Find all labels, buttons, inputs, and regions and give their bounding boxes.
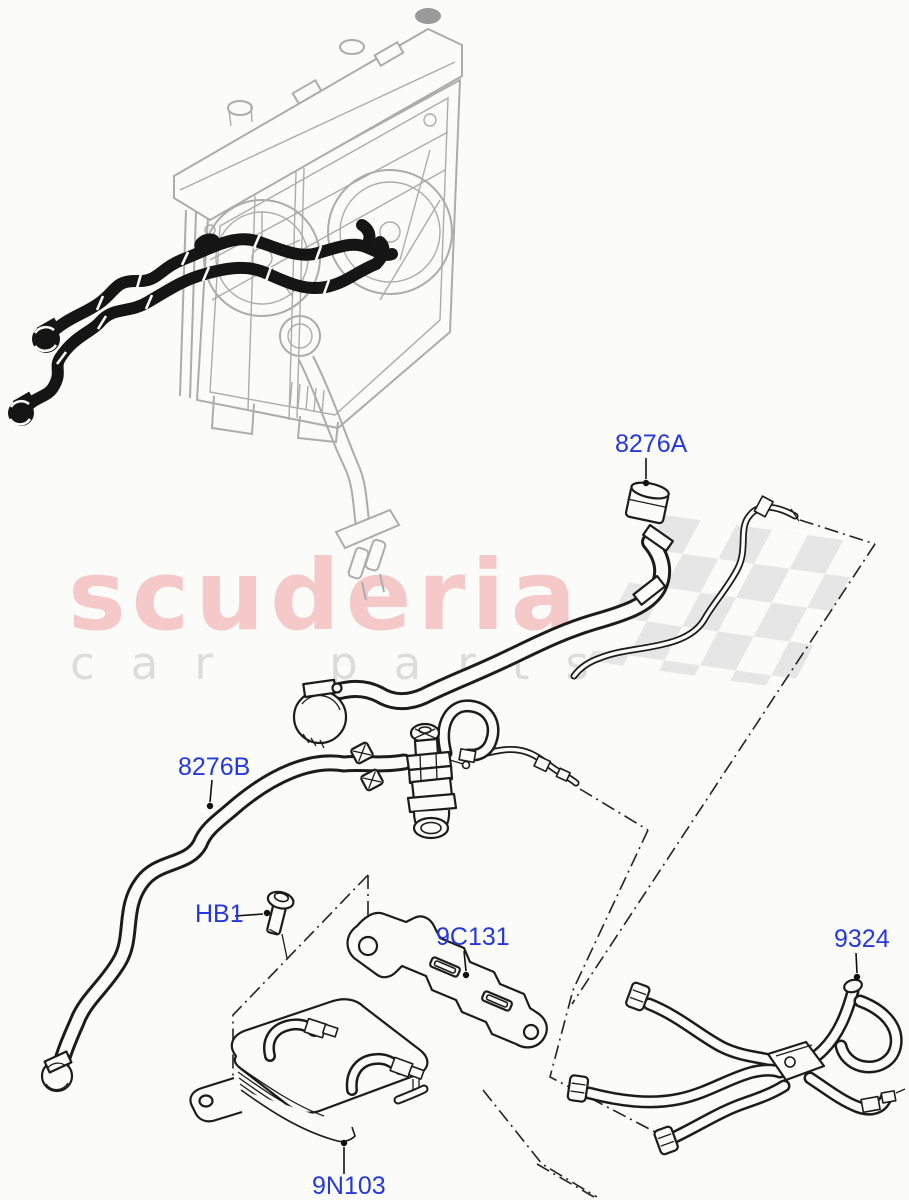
- part-label-hb1[interactable]: HB1: [195, 900, 244, 928]
- oil-cooler-9n103: [189, 998, 429, 1143]
- bracket-9c131: [346, 911, 548, 1049]
- part-label-9c131[interactable]: 9C131: [436, 923, 510, 951]
- watermark-brand: scuderia: [68, 539, 583, 652]
- part-label-8276a[interactable]: 8276A: [615, 430, 688, 458]
- hose-8276a: [331, 481, 800, 711]
- radiator-fan-assembly: [173, 8, 463, 601]
- part-label-9n103[interactable]: 9N103: [312, 1172, 386, 1200]
- hose-8276b: [40, 753, 413, 1093]
- bolt-axis-line: [281, 933, 288, 959]
- water-valve-cluster: [292, 678, 580, 840]
- leader-lines: [206, 458, 861, 1174]
- part-label-9324[interactable]: 9324: [834, 925, 890, 953]
- radiator-black-hoses: [8, 219, 398, 426]
- part-label-8276b[interactable]: 8276B: [178, 753, 251, 781]
- hose-assembly-9324: [566, 978, 906, 1156]
- bolt-hb1: [266, 890, 295, 936]
